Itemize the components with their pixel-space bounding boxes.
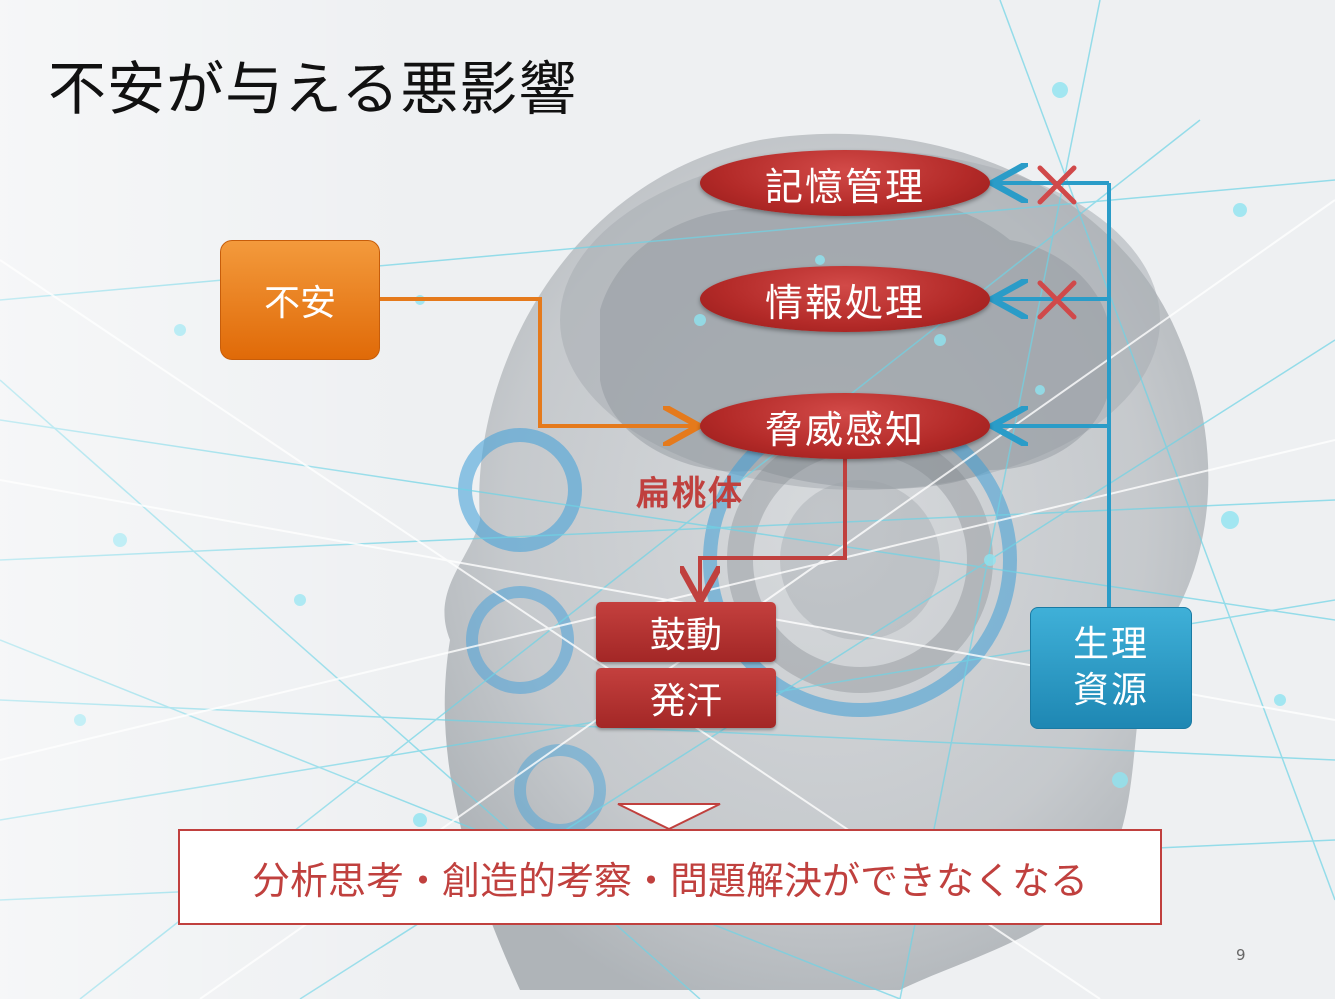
result-pointer-triangle [617, 803, 721, 831]
anxiety-label: 不安 [263, 283, 336, 324]
anxiety-to-threat-arrow [378, 297, 695, 426]
result-box: 分析思考・創造的考察・問題解決ができなくなる [178, 829, 1162, 925]
blocked-cross-icon [1037, 165, 1077, 205]
threat-detection-oval: 脅威感知 [700, 393, 990, 459]
result-text: 分析思考・創造的考察・問題解決ができなくなる [251, 858, 1088, 903]
amygdala-label: 扁桃体 [636, 474, 744, 514]
palpitation-label: 鼓動 [649, 615, 722, 656]
resource-label-line2: 資源 [1072, 670, 1149, 711]
anxiety-box: 不安 [220, 240, 380, 360]
palpitation-box: 鼓動 [596, 602, 776, 662]
information-processing-label: 情報処理 [764, 280, 925, 325]
memory-management-label: 記憶管理 [764, 164, 925, 209]
physiological-resource-box: 生理 資源 [1030, 607, 1192, 729]
page-title: 不安が与える悪影響 [48, 55, 578, 123]
threat-to-reaction-arrow [700, 458, 847, 598]
resource-supply-lines [996, 183, 1111, 607]
blocked-cross-icon [1037, 280, 1077, 320]
resource-label-line1: 生理 [1072, 624, 1149, 665]
sweating-label: 発汗 [649, 681, 722, 722]
threat-detection-label: 脅威感知 [764, 407, 925, 452]
memory-management-oval: 記憶管理 [700, 150, 990, 216]
page-number: 9 [1236, 946, 1246, 964]
information-processing-oval: 情報処理 [700, 266, 990, 332]
sweating-box: 発汗 [596, 668, 776, 728]
